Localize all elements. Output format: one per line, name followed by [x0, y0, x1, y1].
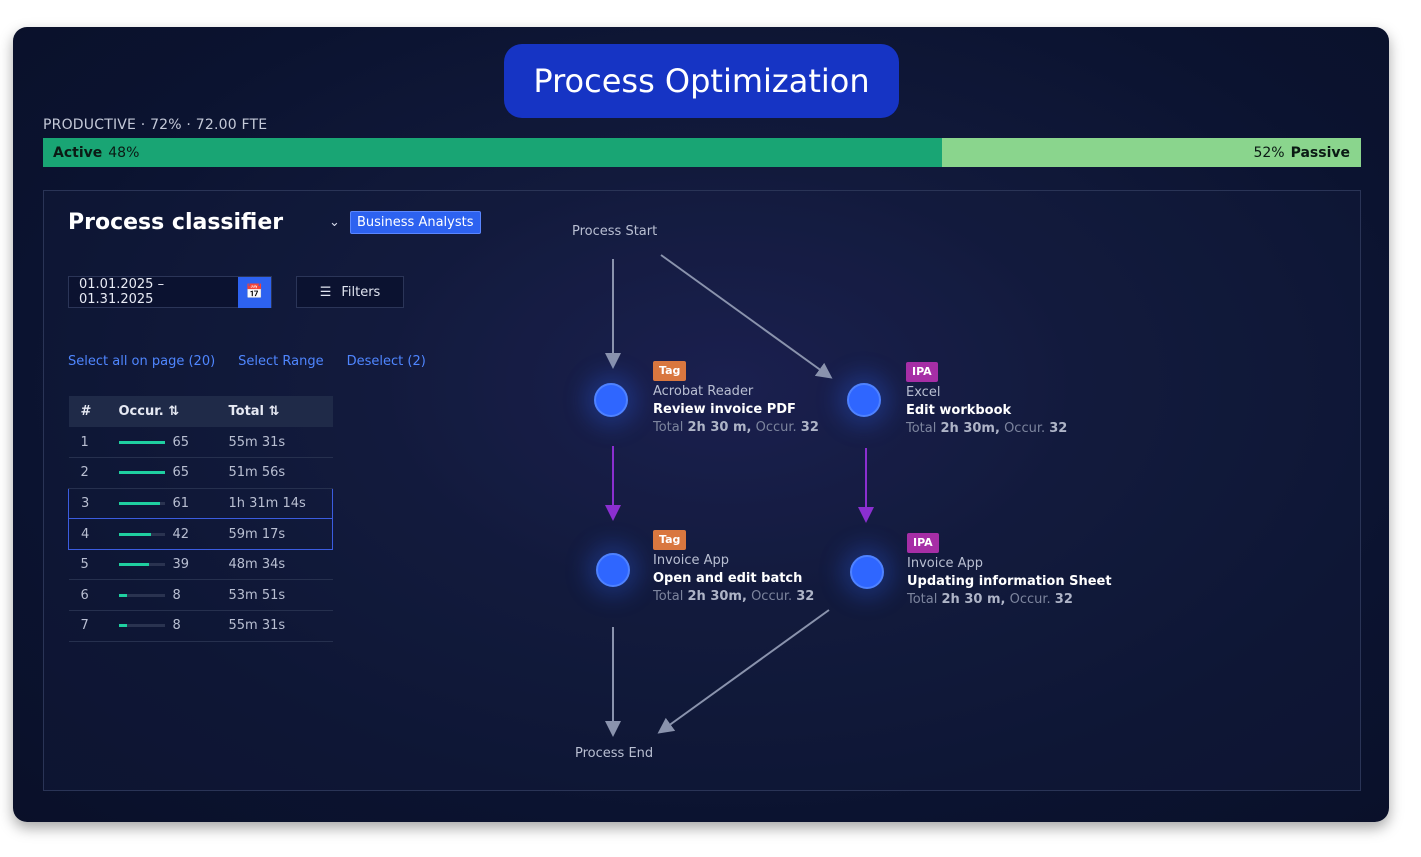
- col-number: #: [68, 396, 119, 427]
- total-cell: 1h 31m 14s: [228, 487, 333, 520]
- occur-bar: [118, 624, 165, 628]
- chevron-down-icon[interactable]: ⌄: [329, 215, 340, 230]
- table-row[interactable]: 5 39 48m 34s: [68, 549, 333, 581]
- calendar-icon[interactable]: 📅: [238, 276, 271, 308]
- occur-cell: 8: [118, 610, 229, 642]
- node-stats: Total 2h 30 m, Occur. 32: [907, 592, 1073, 607]
- occur-cell: 61: [118, 487, 229, 520]
- node-stats: Total 2h 30m, Occur. 32: [906, 421, 1068, 436]
- occur-cell: 65: [118, 427, 229, 459]
- node-action: Open and edit batch: [653, 571, 803, 586]
- select-all-link[interactable]: Select all on page (20): [68, 354, 216, 369]
- process-node[interactable]: [850, 555, 884, 589]
- process-node[interactable]: [594, 383, 628, 417]
- node-tag-badge: IPA: [906, 362, 938, 382]
- node-tag-badge: IPA: [907, 533, 939, 553]
- total-cell: 51m 56s: [228, 457, 333, 489]
- table-row[interactable]: 2 65 51m 56s: [68, 457, 333, 489]
- node-tag-badge: Tag: [653, 530, 687, 550]
- row-number: 6: [68, 579, 119, 612]
- page-title: Process Optimization: [504, 44, 899, 118]
- row-number: 5: [68, 549, 119, 581]
- occur-cell: 39: [118, 549, 229, 581]
- node-action: Review invoice PDF: [653, 402, 796, 417]
- process-start-label: Process Start: [572, 224, 658, 239]
- deselect-link[interactable]: Deselect (2): [346, 354, 426, 369]
- arrow: [657, 609, 830, 734]
- table-row[interactable]: 4 42 59m 17s: [68, 518, 333, 550]
- col-total[interactable]: Total ⇅: [228, 396, 333, 427]
- flow-arrows: [605, 254, 874, 737]
- node-app: Excel: [906, 385, 941, 400]
- total-cell: 59m 17s: [228, 518, 333, 550]
- passive-segment: 52%Passive: [942, 138, 1361, 167]
- node-info: Tag Invoice App Open and edit batch Tota…: [653, 530, 814, 606]
- node-info: IPA Invoice App Updating information She…: [907, 533, 1112, 609]
- total-cell: 55m 31s: [228, 610, 333, 642]
- node-stats: Total 2h 30 m, Occur. 32: [653, 420, 819, 435]
- table-row[interactable]: 6 8 53m 51s: [68, 579, 333, 612]
- dashboard-card: Process Optimization PRODUCTIVE · 72% · …: [13, 27, 1389, 822]
- row-number: 7: [68, 610, 119, 642]
- table-row[interactable]: 7 8 55m 31s: [68, 610, 333, 642]
- total-cell: 55m 31s: [228, 427, 333, 459]
- process-end-label: Process End: [575, 746, 654, 761]
- occur-cell: 42: [118, 518, 229, 550]
- node-stats: Total 2h 30m, Occur. 32: [653, 589, 815, 604]
- occur-bar: [118, 532, 165, 536]
- total-cell: 48m 34s: [228, 549, 333, 581]
- process-classifier-panel: Process classifier ⌄ Business Analysts 0…: [43, 190, 1361, 791]
- row-number: 4: [68, 518, 119, 550]
- node-info: IPA Excel Edit workbook Total 2h 30m, Oc…: [906, 362, 1067, 438]
- sort-icon: ⇅: [168, 404, 180, 419]
- node-tag-badge: Tag: [653, 361, 687, 381]
- process-node[interactable]: [847, 383, 881, 417]
- occur-bar: [118, 440, 165, 444]
- node-info: Tag Acrobat Reader Review invoice PDF To…: [653, 361, 819, 437]
- date-range-input[interactable]: 01.01.2025 – 01.31.2025📅: [68, 276, 272, 308]
- sliders-icon: ☰: [319, 284, 332, 300]
- occur-cell: 8: [118, 579, 229, 612]
- total-cell: 53m 51s: [228, 579, 333, 612]
- node-action: Edit workbook: [906, 403, 1012, 418]
- select-range-link[interactable]: Select Range: [238, 354, 324, 369]
- occur-bar: [118, 471, 165, 475]
- sort-icon: ⇅: [268, 404, 280, 419]
- node-action: Updating information Sheet: [907, 574, 1112, 589]
- arrow: [660, 254, 833, 379]
- productive-summary: PRODUCTIVE · 72% · 72.00 FTE: [43, 117, 268, 133]
- table-row[interactable]: 1 65 55m 31s: [68, 427, 333, 459]
- row-number: 1: [68, 427, 119, 459]
- node-app: Invoice App: [653, 553, 730, 568]
- occur-bar: [118, 593, 165, 597]
- node-app: Invoice App: [907, 556, 984, 571]
- filters-button[interactable]: ☰Filters: [296, 276, 404, 308]
- row-number: 3: [68, 487, 119, 520]
- occur-bar: [118, 563, 165, 567]
- node-app: Acrobat Reader: [653, 384, 754, 399]
- table-row[interactable]: 3 61 1h 31m 14s: [68, 487, 333, 520]
- group-selector[interactable]: Business Analysts: [350, 211, 481, 234]
- panel-title: Process classifier: [68, 210, 284, 235]
- occur-bar: [118, 501, 165, 505]
- process-node[interactable]: [596, 553, 630, 587]
- col-occur[interactable]: Occur. ⇅: [118, 396, 229, 427]
